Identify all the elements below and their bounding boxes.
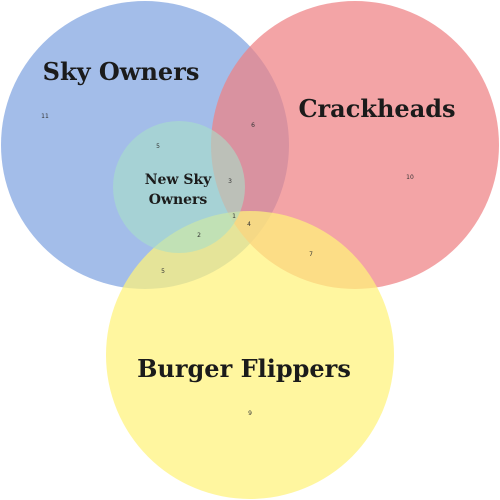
region-subset-burger: 2: [197, 232, 201, 239]
region-sky-burger: 5: [161, 268, 165, 275]
region-crack-burger: 7: [309, 251, 313, 258]
region-center-top: 1: [232, 213, 236, 220]
region-crack-only: 10: [406, 174, 414, 181]
new-sky-owners-label-line2: Owners: [149, 192, 208, 208]
region-sky-crack: 6: [251, 122, 255, 129]
region-subset-crack: 3: [228, 178, 232, 185]
crackheads-label: Crackheads: [298, 94, 455, 123]
new-sky-owners-label-line1: New Sky: [145, 172, 212, 188]
region-burger-only: 9: [248, 410, 252, 417]
burger-flippers-circle: [106, 211, 394, 499]
new-sky-owners-circle: [113, 121, 245, 253]
region-sky-subset-top: 5: [156, 143, 160, 150]
region-center-right: 4: [247, 221, 251, 228]
burger-flippers-label: Burger Flippers: [137, 354, 351, 383]
region-sky-only: 11: [41, 113, 49, 120]
sky-owners-label: Sky Owners: [43, 57, 200, 86]
